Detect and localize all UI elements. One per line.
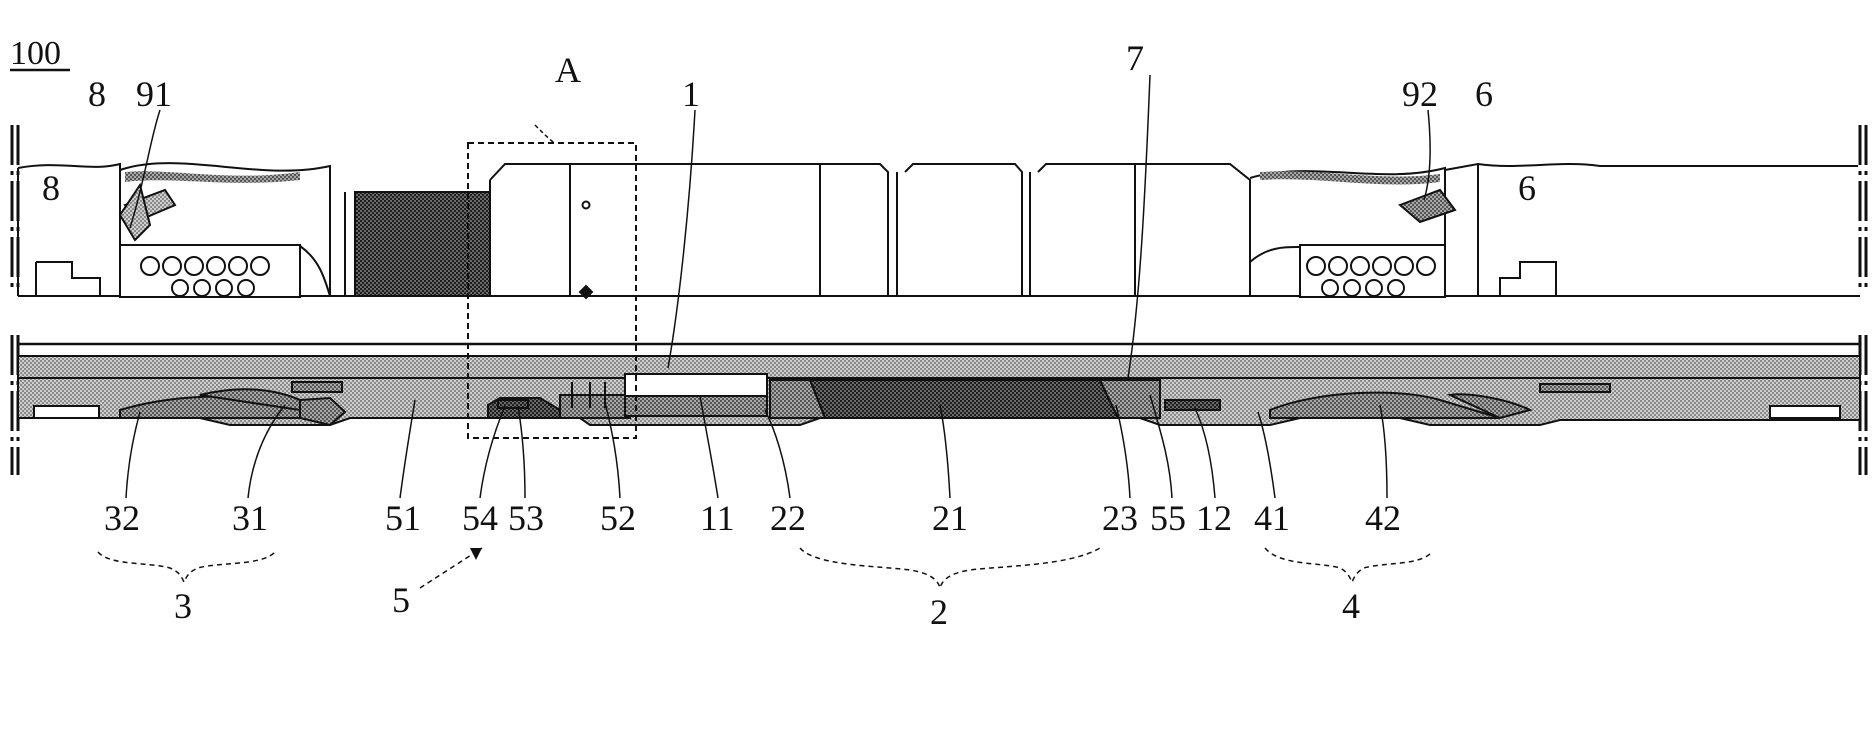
label-1: 1 <box>682 74 700 114</box>
label-6: 6 <box>1475 74 1493 114</box>
group-label-5: 5 <box>392 580 410 620</box>
figure-number: 100 <box>10 35 61 72</box>
right-end-flange <box>1860 125 1866 475</box>
label-8-inner: 8 <box>42 168 60 208</box>
group-label-4: 4 <box>1342 586 1360 626</box>
label-92: 92 <box>1402 74 1438 114</box>
label-32: 32 <box>104 498 140 538</box>
label-53: 53 <box>508 498 544 538</box>
label-55: 55 <box>1150 498 1186 538</box>
label-7: 7 <box>1126 38 1144 78</box>
label-11: 11 <box>700 498 735 538</box>
group-label-2: 2 <box>930 592 948 632</box>
group-5-arrowhead <box>470 548 482 560</box>
label-6-inner: 6 <box>1518 168 1536 208</box>
label-54: 54 <box>462 498 498 538</box>
label-22: 22 <box>770 498 806 538</box>
top-leaders <box>130 75 1430 378</box>
upper-exterior-view <box>18 163 1860 344</box>
label-41: 41 <box>1254 498 1290 538</box>
label-23: 23 <box>1102 498 1138 538</box>
label-91: 91 <box>136 74 172 114</box>
label-8: 8 <box>88 74 106 114</box>
label-31: 31 <box>232 498 268 538</box>
label-12: 12 <box>1196 498 1232 538</box>
detail-marker-a: A <box>555 50 581 90</box>
label-21: 21 <box>932 498 968 538</box>
group-label-3: 3 <box>174 586 192 626</box>
lower-section-view <box>18 356 1860 425</box>
group-braces <box>98 548 1432 588</box>
label-42: 42 <box>1365 498 1401 538</box>
label-51: 51 <box>385 498 421 538</box>
label-52: 52 <box>600 498 636 538</box>
